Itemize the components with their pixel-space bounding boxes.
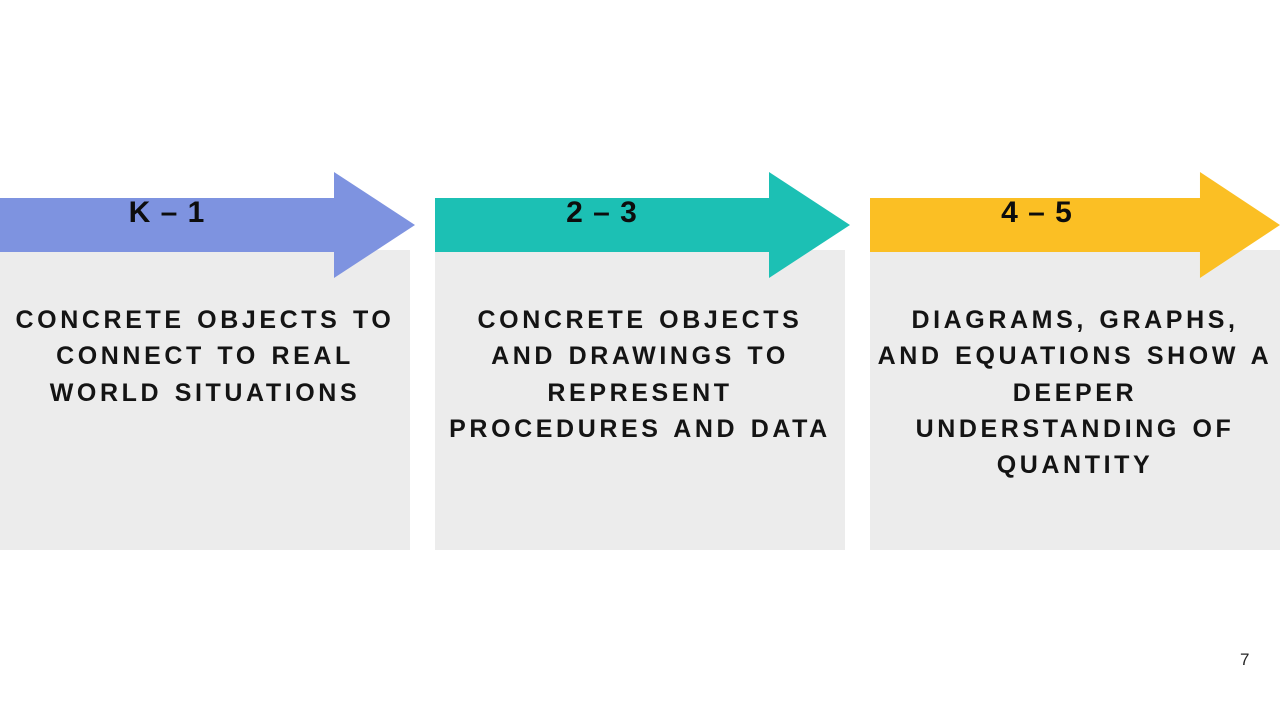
panel-text-45: Diagrams, graphs, and equations show a d… [877, 306, 1273, 479]
arrow-banner-23[interactable]: 2 – 3 [435, 172, 850, 278]
page-number: 7 [1240, 650, 1250, 669]
right-arrow-icon [870, 172, 1280, 278]
panel-text-k1: Concrete objects to connect to real worl… [15, 306, 395, 407]
panel-body-k1: Concrete objects to connect to real worl… [0, 250, 410, 550]
arrow-banner-k1[interactable]: K – 1 [0, 172, 415, 278]
arrow-label-45: 4 – 5 [1001, 196, 1073, 229]
panel-body-23: Concrete objects and drawings to represe… [435, 250, 845, 550]
right-arrow-icon [0, 172, 415, 278]
arrow-banner-45[interactable]: 4 – 5 [870, 172, 1280, 278]
panel-text-23: Concrete objects and drawings to represe… [449, 306, 831, 443]
arrow-label-k1: K – 1 [128, 196, 206, 229]
right-arrow-icon [435, 172, 850, 278]
panel-body-45: Diagrams, graphs, and equations show a d… [870, 250, 1280, 550]
arrow-label-23: 2 – 3 [566, 196, 638, 229]
